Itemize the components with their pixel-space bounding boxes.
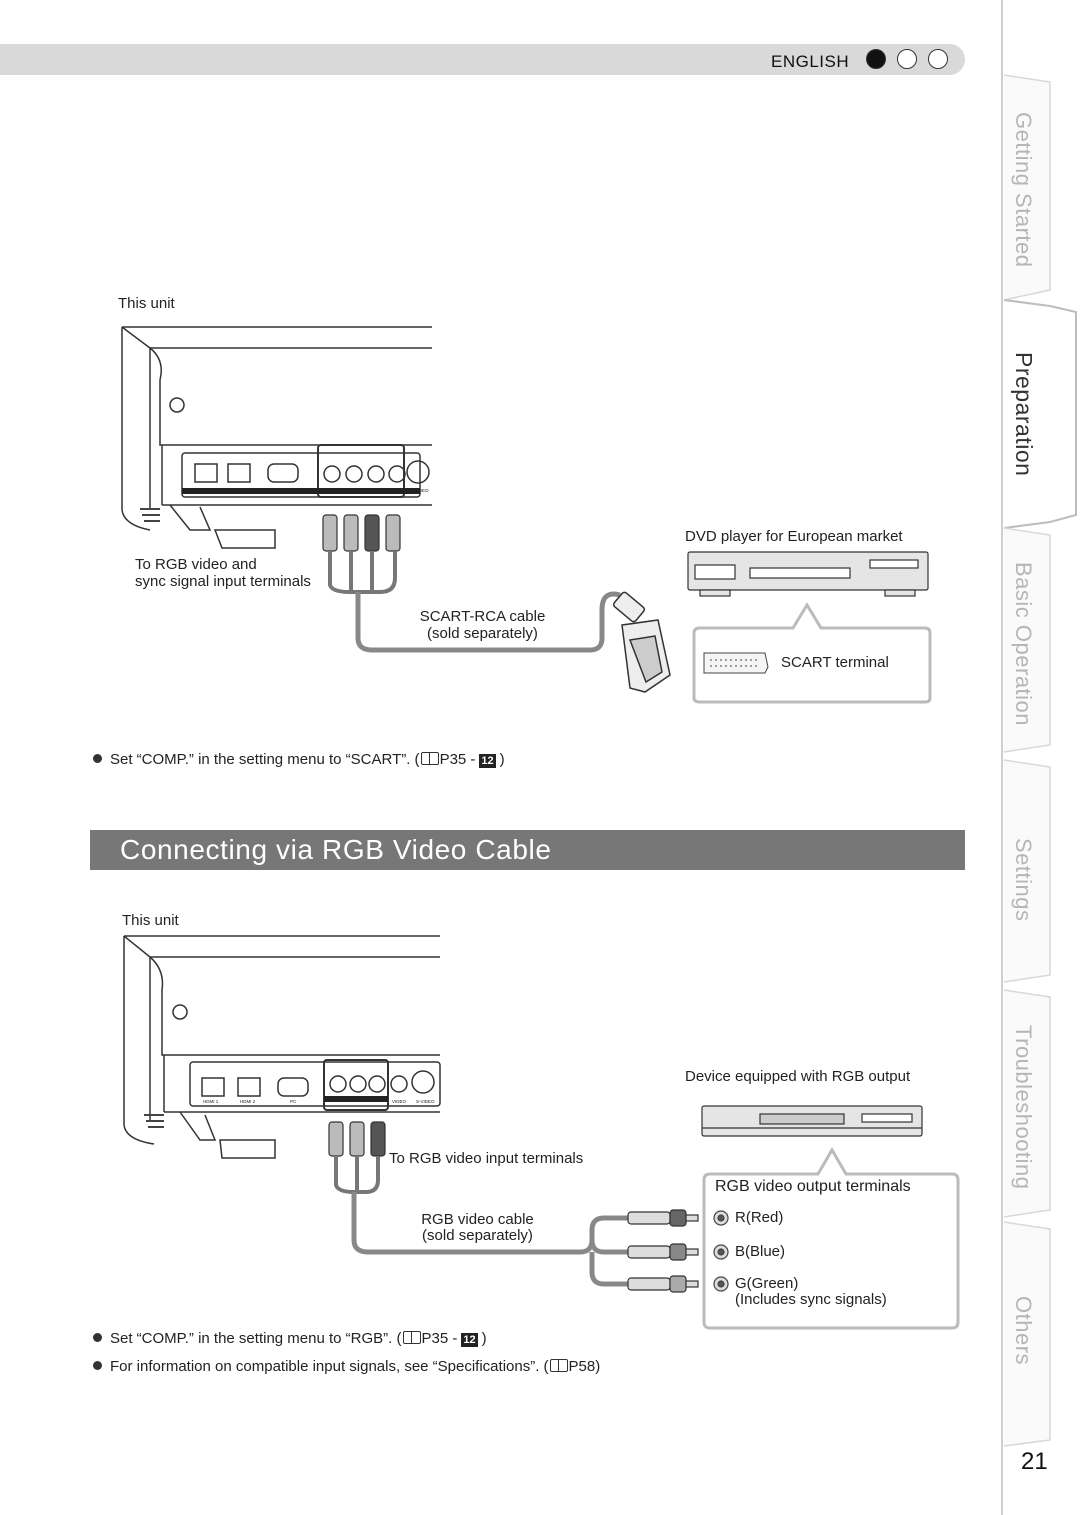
port-label: HDMI 1 xyxy=(196,488,212,493)
scart-plug xyxy=(612,591,671,693)
projector-illustration-rgb xyxy=(123,935,441,1159)
rgb-cable-label: RGB video cable xyxy=(421,1211,534,1228)
scart-connection-diagram: HDMI 1 HDMI 2 PC Y Cb/Pb Cr/Pr VIDEO S-VIDEO xyxy=(121,326,932,704)
header-bar xyxy=(0,44,965,75)
book-icon xyxy=(549,1359,568,1372)
port-label: HDMI 2 xyxy=(240,1099,256,1104)
page-number: 21 xyxy=(1021,1448,1048,1475)
section-banner xyxy=(90,830,965,870)
tab-settings[interactable]: Settings xyxy=(1011,838,1036,922)
rgb-input-terminals-label: To RGB video input terminals xyxy=(389,1150,584,1167)
this-unit-label: This unit xyxy=(118,295,175,312)
tab-preparation[interactable]: Preparation xyxy=(1011,352,1037,477)
projector-illustration xyxy=(121,326,432,549)
rca-plugs-rgb xyxy=(328,1121,386,1157)
rgb-output-terminals-label: RGB video output terminals xyxy=(715,1178,911,1195)
rgb-note-2: For information on compatible input sign… xyxy=(93,1358,600,1375)
language-indicator-empty xyxy=(897,49,917,69)
port-label: VIDEO xyxy=(390,488,405,493)
port-label: HDMI 1 xyxy=(203,1099,219,1104)
language-label: ENGLISH xyxy=(771,52,850,71)
green-terminal-label: G(Green) xyxy=(735,1275,799,1292)
port-label: PC xyxy=(290,1099,297,1104)
this-unit-label-rgb: This unit xyxy=(122,912,179,929)
tab-basic-operation[interactable]: Basic Operation xyxy=(1011,562,1036,727)
bullet-icon xyxy=(93,754,102,763)
tab-others[interactable]: Others xyxy=(1011,1296,1036,1366)
book-icon xyxy=(402,1331,421,1344)
item-number-badge: 12 xyxy=(479,754,496,768)
port-label: S-VIDEO xyxy=(416,1099,435,1104)
side-tab-strip xyxy=(1001,0,1077,1515)
rca-cable-plugs xyxy=(627,1209,699,1293)
bullet-icon xyxy=(93,1361,102,1370)
book-icon xyxy=(420,752,439,765)
port-label: Y xyxy=(328,488,331,493)
blue-terminal-label: B(Blue) xyxy=(735,1243,786,1260)
scart-terminal-label: SCART terminal xyxy=(781,654,889,671)
rgb-terminal-icons xyxy=(713,1210,729,1292)
port-label: S-VIDEO xyxy=(410,488,429,493)
scart-note: Set “COMP.” in the setting menu to “SCAR… xyxy=(93,751,505,768)
scart-cable-label: SCART-RCA cable xyxy=(419,608,546,625)
rgb-cable-note: (sold separately) xyxy=(422,1227,533,1244)
section-title: Connecting via RGB Video Cable xyxy=(120,834,552,865)
dvd-player-label: DVD player for European market xyxy=(685,528,903,545)
scart-cable-note: (sold separately) xyxy=(427,625,538,642)
port-label: VIDEO xyxy=(392,1099,407,1104)
rca-plugs xyxy=(322,514,401,552)
language-indicator-empty xyxy=(928,49,948,69)
rgb-note-1: Set “COMP.” in the setting menu to “RGB”… xyxy=(93,1330,487,1347)
port-label: HDMI 2 xyxy=(229,488,245,493)
sync-note-label: (Includes sync signals) xyxy=(735,1291,887,1308)
tab-getting-started[interactable]: Getting Started xyxy=(1011,112,1036,268)
rgb-device-illustration xyxy=(701,1105,923,1137)
bullet-icon xyxy=(93,1333,102,1342)
red-terminal-label: R(Red) xyxy=(735,1209,784,1226)
scart-terminal-icon xyxy=(703,652,769,674)
rgb-device-label: Device equipped with RGB output xyxy=(685,1068,911,1085)
port-label: Cb/Pb xyxy=(346,488,359,493)
rgb-sync-label-line1: To RGB video and xyxy=(135,556,257,573)
language-indicator-filled xyxy=(866,49,886,69)
rgb-sync-label-line2: sync signal input terminals xyxy=(135,573,311,590)
port-label: PC xyxy=(284,488,291,493)
tab-troubleshooting[interactable]: Troubleshooting xyxy=(1011,1025,1036,1190)
rgb-connection-diagram: HDMI 1 HDMI 2 PC VIDEO S-VIDEO xyxy=(123,935,960,1330)
port-label: Cr/Pr xyxy=(368,488,379,493)
dvd-player-illustration xyxy=(687,551,929,597)
item-number-badge: 12 xyxy=(461,1333,478,1347)
